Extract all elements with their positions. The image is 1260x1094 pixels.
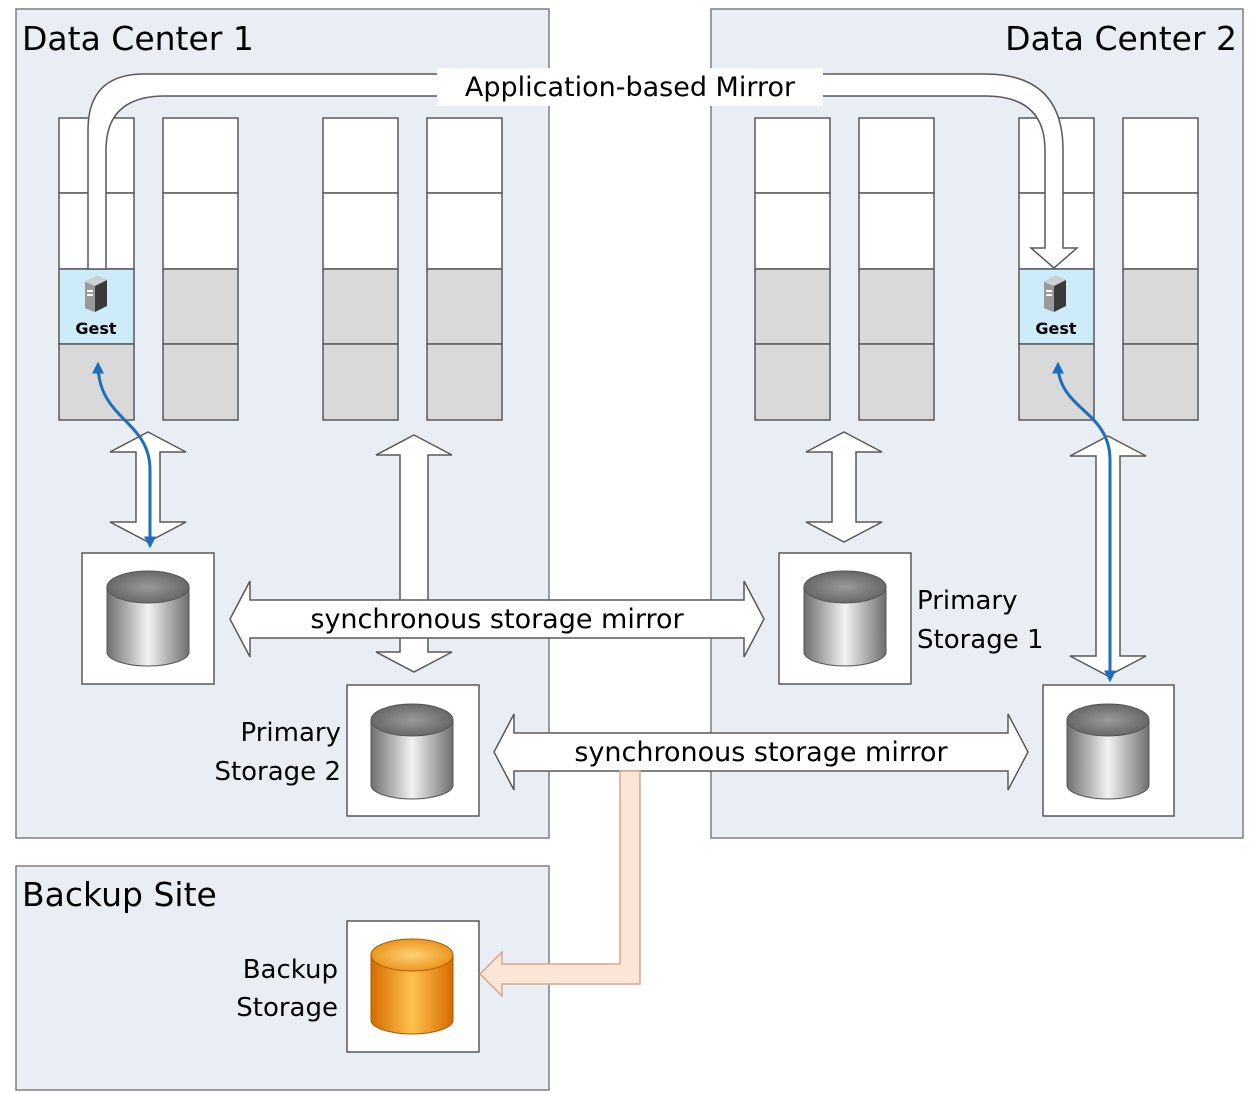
dc2-rack1-storage-arrow: [805, 431, 883, 543]
primary-storage-1-label-line2: Storage 1: [917, 625, 1044, 655]
dc1-rack-4: [426, 117, 503, 421]
dc1-guest-storage-link: [92, 361, 156, 549]
disk-icon: [370, 938, 454, 1035]
dc1-rack-3: [322, 117, 399, 421]
sync-mirror-label-bottom: synchronous storage mirror: [574, 737, 948, 768]
primary-storage-2-label-line2: Storage 2: [214, 757, 341, 787]
backup-site-title: Backup Site: [22, 875, 217, 914]
primary-storage-2-label-line1: Primary: [241, 718, 341, 748]
dc1-rack-2: [162, 117, 239, 421]
primary-storage-2: [346, 684, 480, 817]
dc2-rack-1: [754, 117, 831, 421]
backup-storage-label-line1: Backup: [243, 955, 338, 985]
guest-label-1: Gest: [75, 319, 117, 338]
primary-storage-1: [778, 552, 912, 685]
dc1-storage-a: [81, 552, 215, 685]
application-mirror-label: Application-based Mirror: [465, 72, 796, 103]
disk-icon: [106, 570, 190, 667]
primary-storage-1-label-line1: Primary: [917, 586, 1017, 616]
data-center-1-title: Data Center 1: [22, 19, 254, 58]
backup-link-arrow: [478, 770, 641, 998]
sync-mirror-arrow-top: [229, 580, 765, 658]
guest-server-2: Gest: [1035, 276, 1077, 338]
data-center-2-title: Data Center 2: [1005, 19, 1237, 58]
server-icon: [85, 276, 107, 312]
disk-icon: [803, 570, 887, 667]
dc1-rack3-storage-arrow: [375, 434, 453, 673]
guest-label-2: Gest: [1035, 319, 1077, 338]
disk-icon: [370, 703, 454, 800]
dc2-rack-2: [858, 117, 935, 421]
application-mirror-label-bg: [437, 68, 823, 106]
dc2-guest-storage-link: [1052, 361, 1116, 683]
application-mirror-arrow: [87, 73, 1080, 270]
backup-storage-label-line2: Storage: [236, 993, 338, 1023]
disk-icon: [1066, 703, 1150, 800]
backup-storage: [346, 920, 480, 1053]
dc2-rack-4: [1122, 117, 1199, 421]
guest-server-1: Gest: [75, 276, 117, 338]
sync-mirror-label-top: synchronous storage mirror: [310, 604, 684, 635]
dc2-storage-b: [1042, 684, 1175, 817]
server-icon: [1044, 276, 1066, 312]
